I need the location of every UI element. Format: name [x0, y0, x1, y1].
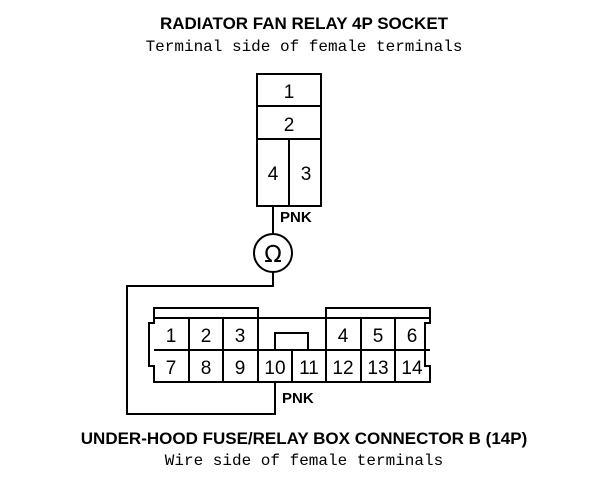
connector-pin-5: 5	[373, 326, 384, 347]
relay-pin-4: 4	[268, 164, 279, 185]
fuse-box-subtitle: Wire side of female terminals	[164, 452, 444, 470]
connector-pin-10: 10	[264, 358, 285, 379]
connector-pin-14: 14	[401, 358, 423, 379]
connector-row-1: 1 2 3 4 5 6	[166, 326, 418, 347]
connector-row-2: 7 8 9 10 11 12 13 14	[166, 358, 423, 379]
relay-socket	[256, 73, 322, 207]
relay-pin-1: 1	[284, 82, 295, 103]
relay-pin-3: 3	[301, 164, 312, 185]
connector-pin-7: 7	[166, 358, 177, 379]
relay-socket-title: RADIATOR FAN RELAY 4P SOCKET	[159, 14, 449, 33]
relay-wire-label: PNK	[280, 209, 312, 226]
fuse-box-title: UNDER-HOOD FUSE/RELAY BOX CONNECTOR B (1…	[80, 429, 528, 448]
test-wire	[126, 206, 276, 415]
ohmmeter-icon: Ω	[253, 233, 293, 273]
ohm-symbol: Ω	[264, 242, 282, 268]
connector-pin-9: 9	[235, 358, 246, 379]
connector-lock-tab	[274, 332, 309, 350]
connector-pin-12: 12	[332, 358, 353, 379]
connector-pin-6: 6	[407, 326, 418, 347]
connector-pin-11: 11	[299, 358, 319, 379]
connector-pin-13: 13	[367, 358, 388, 379]
connector-pin-1: 1	[166, 326, 177, 347]
connector-pin-2: 2	[201, 326, 212, 347]
connector-outline	[148, 307, 431, 383]
connector-pin-8: 8	[201, 358, 212, 379]
relay-socket-subtitle: Terminal side of female terminals	[145, 38, 463, 56]
relay-pin-2: 2	[284, 115, 295, 136]
connector-pin-4: 4	[338, 326, 349, 347]
connector-wire-label: PNK	[282, 390, 314, 407]
fuse-box-connector	[148, 307, 431, 383]
connector-pin-3: 3	[235, 326, 246, 347]
